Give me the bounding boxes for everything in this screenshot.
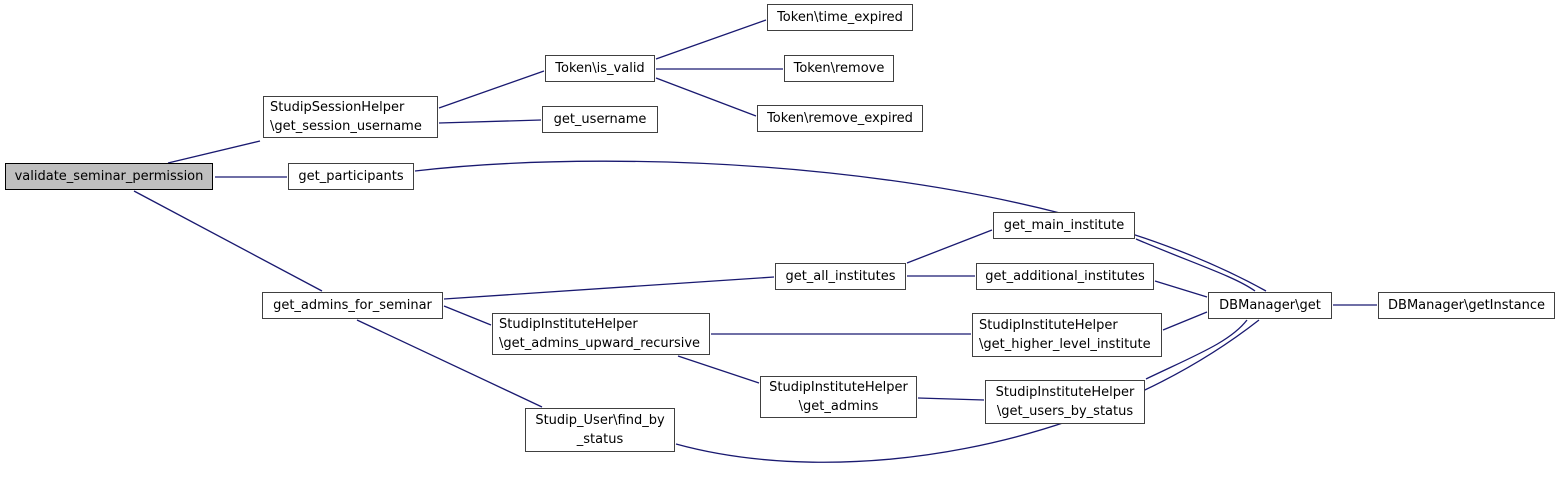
edge-find_by_status-to-dbmanager_get <box>675 319 1260 463</box>
node-label-line: _status <box>576 432 624 447</box>
node-get_admins_upward_recursive[interactable]: StudipInstituteHelper \get_admins_upward_… <box>492 313 710 355</box>
node-label-line: Token\time_expired <box>777 10 903 25</box>
edge-get_main_institute-to-dbmanager_get <box>1135 238 1256 292</box>
edge-get_admins_for_seminar-to-get_admins_upward_recursive <box>443 305 492 326</box>
edge-token_is_valid-to-token_time_expired <box>655 19 767 60</box>
node-label-line: \get_session_username <box>270 119 422 134</box>
node-get_users_by_status[interactable]: StudipInstituteHelper \get_users_by_statu… <box>985 380 1145 424</box>
edge-validate-to-session_username <box>167 140 261 164</box>
node-validate[interactable]: validate_seminar_permission <box>5 163 213 190</box>
node-token_time_expired[interactable]: Token\time_expired <box>767 4 913 31</box>
node-token_is_valid[interactable]: Token\is_valid <box>545 55 655 82</box>
node-label-line: \get_admins_upward_recursive <box>499 336 701 351</box>
node-label-line: StudipSessionHelper <box>270 100 405 115</box>
node-label-line: StudipInstituteHelper <box>769 380 908 395</box>
node-label-line: get_all_institutes <box>785 269 896 284</box>
edge-get_admins-to-get_users_by_status <box>917 397 985 401</box>
node-label-line: get_participants <box>298 169 404 184</box>
node-get_participants[interactable]: get_participants <box>288 163 414 190</box>
node-find_by_status[interactable]: Studip_User\find_by _status <box>525 408 675 452</box>
node-token_remove[interactable]: Token\remove <box>784 55 894 82</box>
node-get_admins_for_seminar[interactable]: get_admins_for_seminar <box>262 292 443 319</box>
node-label-line: \get_higher_level_institute <box>979 337 1151 352</box>
node-label-line: get_main_institute <box>1003 218 1125 233</box>
node-label-line: validate_seminar_permission <box>14 169 204 184</box>
node-label-line: StudipInstituteHelper <box>979 318 1118 333</box>
node-label-line: Token\remove <box>793 61 885 76</box>
node-label-line: get_username <box>553 112 647 127</box>
node-label-line: StudipInstituteHelper <box>995 385 1135 400</box>
node-label-line: \get_users_by_status <box>996 404 1134 419</box>
node-label-line: \get_admins <box>798 399 879 414</box>
edge-session_username-to-token_is_valid <box>438 70 545 109</box>
edge-get_participants-to-dbmanager_get <box>414 160 1267 292</box>
edge-session_username-to-get_username <box>438 119 542 124</box>
node-label-line: DBManager\get <box>1219 298 1321 313</box>
node-session_username[interactable]: StudipSessionHelper \get_session_username <box>263 96 438 138</box>
edge-get_additional_institutes-to-dbmanager_get <box>1154 280 1208 298</box>
node-label-line: Token\is_valid <box>555 61 645 76</box>
edge-get_admins_upward_recursive-to-get_admins <box>677 355 760 384</box>
edge-get_admins_for_seminar-to-get_all_institutes <box>443 276 775 300</box>
edge-token_is_valid-to-token_remove_expired <box>655 77 757 117</box>
edge-validate-to-get_admins_for_seminar <box>133 190 323 292</box>
node-dbmanager_get[interactable]: DBManager\get <box>1208 292 1332 319</box>
node-label-line: StudipInstituteHelper <box>499 317 638 332</box>
edge-get_admins_for_seminar-to-find_by_status <box>356 319 543 408</box>
edge-get_users_by_status-to-dbmanager_get <box>1145 319 1248 380</box>
node-label-line: Token\remove_expired <box>767 111 913 126</box>
node-get_higher_level_institute[interactable]: StudipInstituteHelper \get_higher_level_i… <box>972 313 1162 357</box>
edge-get_higher_level_institute-to-dbmanager_get <box>1162 311 1208 331</box>
node-get_all_institutes[interactable]: get_all_institutes <box>775 263 906 290</box>
node-get_additional_institutes[interactable]: get_additional_institutes <box>976 263 1154 290</box>
node-label-line: Studip_User\find_by <box>535 413 665 428</box>
node-get_admins[interactable]: StudipInstituteHelper \get_admins <box>760 376 917 418</box>
node-label-line: get_additional_institutes <box>985 269 1145 284</box>
edge-get_all_institutes-to-get_main_institute <box>906 229 993 264</box>
node-label-line: DBManager\getInstance <box>1388 298 1545 313</box>
node-token_remove_expired[interactable]: Token\remove_expired <box>757 105 923 132</box>
node-dbmanager_getinstance[interactable]: DBManager\getInstance <box>1378 292 1555 319</box>
node-label-line: get_admins_for_seminar <box>273 298 432 313</box>
node-get_main_institute[interactable]: get_main_institute <box>993 212 1135 239</box>
node-get_username[interactable]: get_username <box>542 106 658 133</box>
